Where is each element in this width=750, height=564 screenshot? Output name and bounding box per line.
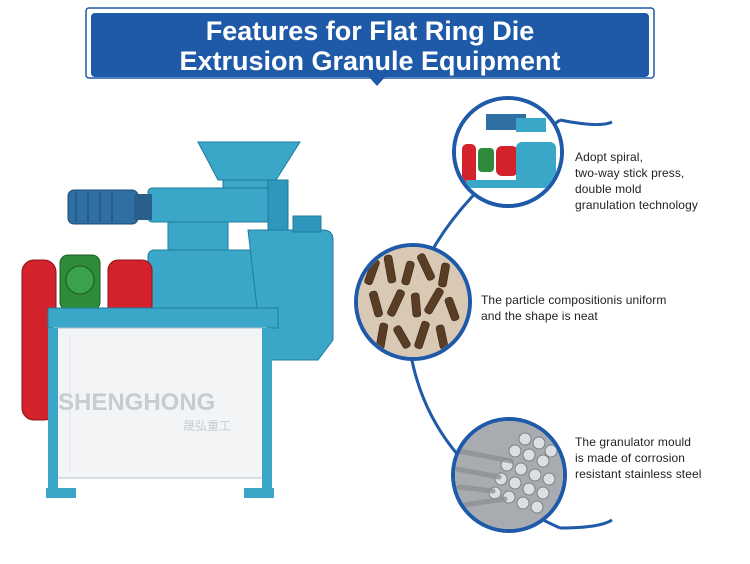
header-title: Features for Flat Ring Die Extrusion Gra… [91,13,649,77]
feature-1-line-1: Adopt spiral, [575,150,644,164]
feature-3-line-3: resistant stainless steel [575,467,702,481]
pellets-image [358,247,468,357]
feature-text-1: Adopt spiral, two-way stick press, doubl… [575,149,698,213]
title-line-2: Extrusion Granule Equipment [179,46,561,76]
steel-rods-image [455,421,563,529]
feature-text-3: The granulator mould is made of corrosio… [575,434,702,482]
feature-1-line-4: granulation technology [575,198,698,212]
feature-circle-pellets [354,243,472,361]
feature-1-line-3: double mold [575,182,642,196]
feature-3-line-2: is made of corrosion [575,451,686,465]
feature-1-line-2: two-way stick press, [575,166,685,180]
brand-watermark-cn: 晟弘重工 [183,419,231,433]
brand-watermark: SHENGHONG [58,389,215,416]
feature-text-2: The particle compositionis uniform and t… [481,292,666,324]
feature-circle-steel [451,417,567,533]
feature-2-line-2: and the shape is neat [481,309,598,323]
title-line-1: Features for Flat Ring Die [205,16,535,46]
feature-3-line-1: The granulator mould [575,435,692,449]
header-pointer [368,76,386,86]
feature-2-line-1: The particle compositionis uniform [481,293,667,307]
machine-thumbnail-icon [456,100,560,204]
feature-circle-machine [452,96,564,208]
machine-illustration: SHENGHONG 晟弘重工 [21,141,334,498]
header: Features for Flat Ring Die Extrusion Gra… [85,7,665,89]
